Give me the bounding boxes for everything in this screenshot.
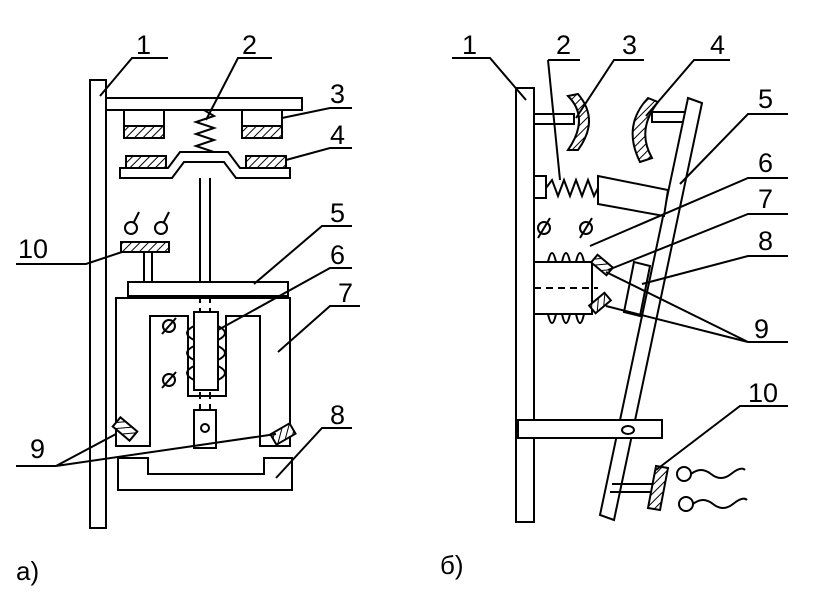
label-a-5: 5 <box>330 198 345 228</box>
aux-terminal-b-2 <box>678 496 694 512</box>
coil-terminal-b-1-mark <box>537 217 551 239</box>
stop-right <box>269 421 297 447</box>
label-b-3: 3 <box>622 30 637 60</box>
label-b-2: 2 <box>556 30 571 60</box>
caption-a: а) <box>16 556 39 586</box>
leader-b-3 <box>575 59 644 119</box>
leader-b-4 <box>645 59 730 117</box>
fixed-contact-left <box>123 109 165 127</box>
coil-terminal-1-mark <box>161 317 177 335</box>
aux-wire-b-2 <box>692 497 748 509</box>
stop-b-2 <box>587 291 613 315</box>
spring-seat-b <box>533 175 547 199</box>
moving-contact-b <box>631 96 660 164</box>
label-a-10: 10 <box>18 234 48 264</box>
aux-contact-b <box>646 464 670 512</box>
label-b-6: 6 <box>758 148 773 178</box>
lower-stem-pin <box>200 423 210 433</box>
caption-b: б) <box>440 550 464 580</box>
moving-bridge <box>119 151 291 179</box>
coil-windings-b <box>547 252 585 324</box>
leader-a-9 <box>16 433 277 467</box>
label-a-2: 2 <box>242 30 257 60</box>
base-plate <box>89 79 107 529</box>
aux-wire-2 <box>163 211 170 223</box>
leader-a-7 <box>277 305 360 353</box>
hinge-pin-b <box>621 425 635 435</box>
armature-b <box>598 96 704 522</box>
leader-b-10 <box>655 405 788 471</box>
figure-a <box>16 57 360 529</box>
leader-a-2 <box>205 57 272 121</box>
label-a-4: 4 <box>330 120 345 150</box>
coil-windings <box>186 325 226 381</box>
moving-contact-right <box>245 155 287 169</box>
moving-contact-left <box>125 155 167 169</box>
coil-body <box>193 311 219 391</box>
moving-contact-arm-b <box>651 111 687 123</box>
aux-terminal-b-1 <box>676 466 692 482</box>
label-b-9: 9 <box>754 314 769 344</box>
leader-b-8 <box>641 255 788 285</box>
aux-wire-b-1 <box>690 467 746 479</box>
label-a-9: 9 <box>30 434 45 464</box>
spring-b <box>545 177 599 199</box>
armature-pad-b <box>622 260 652 318</box>
leader-b-5 <box>679 113 788 185</box>
top-crossbar <box>105 97 303 111</box>
stop-b-1 <box>589 253 615 277</box>
label-b-7: 7 <box>758 184 773 214</box>
fixed-contact-left-tip <box>123 125 165 139</box>
hinge-bracket-b <box>517 419 663 439</box>
contact-spring <box>192 109 218 158</box>
spring-lever-b <box>597 174 670 218</box>
label-a-3: 3 <box>330 79 345 109</box>
coil-terminal-2-mark <box>161 371 177 389</box>
core-base <box>117 457 293 491</box>
base-plate-b <box>515 87 535 523</box>
aux-terminal-2 <box>154 221 168 235</box>
label-a-6: 6 <box>330 240 345 270</box>
label-b-10: 10 <box>748 378 778 408</box>
label-a-1: 1 <box>136 30 151 60</box>
leader-b-6 <box>589 177 788 247</box>
fixed-contact-right-tip <box>241 125 283 139</box>
label-b-4: 4 <box>710 30 725 60</box>
figure-b <box>452 57 788 523</box>
label-b-5: 5 <box>758 84 773 114</box>
label-b-8: 8 <box>758 226 773 256</box>
coil-terminal-b-2-mark <box>579 217 593 239</box>
label-a-8: 8 <box>330 400 345 430</box>
leader-b-2 <box>547 59 580 181</box>
label-a-7: 7 <box>338 278 353 308</box>
aux-contact <box>120 241 170 253</box>
leader-b-1 <box>452 57 527 101</box>
aux-wire-1 <box>133 211 140 223</box>
leader-b-7 <box>607 213 788 271</box>
leader-a-3 <box>281 107 352 119</box>
leader-a-10 <box>16 251 123 265</box>
armature <box>127 281 289 297</box>
leader-a-1 <box>99 57 168 97</box>
leader-a-5 <box>253 225 352 285</box>
fixed-contact-right <box>241 109 283 127</box>
leader-a-6 <box>217 267 352 331</box>
label-b-1: 1 <box>462 30 477 60</box>
leader-b-9 <box>605 271 788 343</box>
stop-left <box>111 415 139 443</box>
leader-a-4 <box>285 147 352 161</box>
leader-a-8 <box>275 427 352 479</box>
aux-terminal-1 <box>124 221 138 235</box>
